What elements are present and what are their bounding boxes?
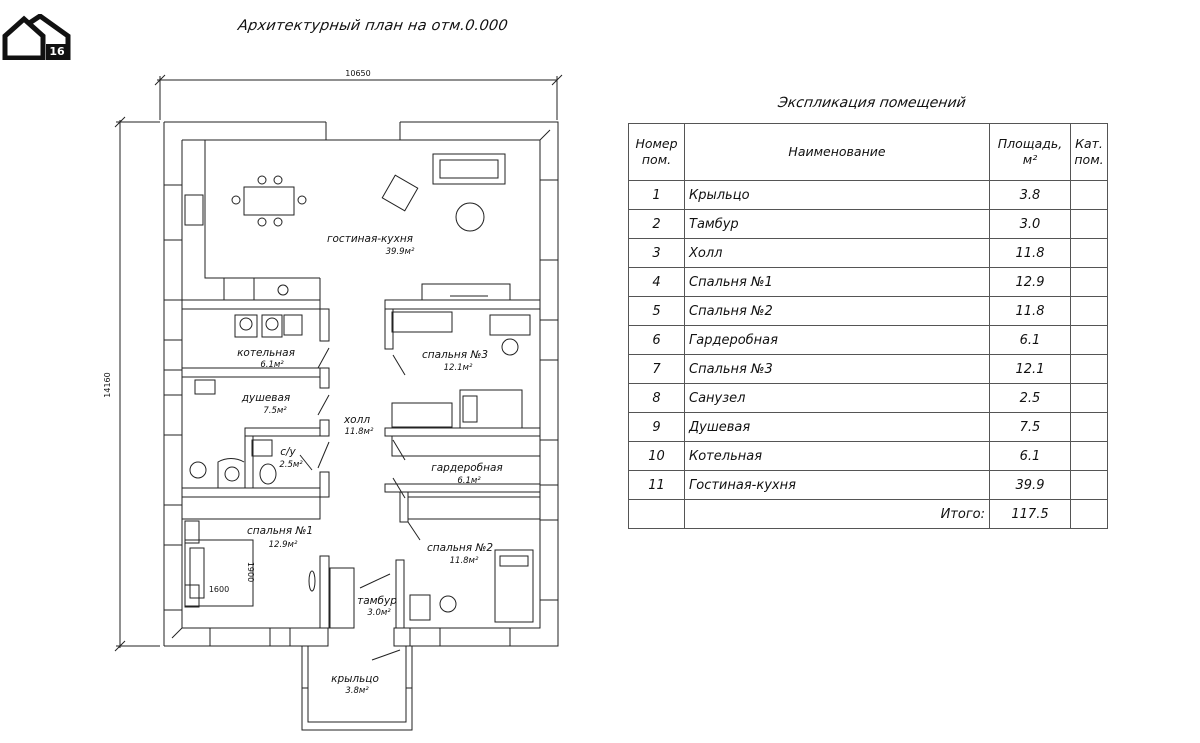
cell-area: 2.5: [989, 383, 1071, 413]
cell-name: Душевая: [684, 412, 990, 442]
cell-cat: [1070, 238, 1108, 268]
room-name-hall: холл: [343, 414, 370, 426]
cell-name: Гардеробная: [684, 325, 990, 355]
total-value: 117.5: [989, 499, 1071, 529]
cell-name: Санузел: [684, 383, 990, 413]
room-name-porch: крыльцо: [331, 673, 379, 685]
room-area-bed3: 12.1м²: [444, 363, 473, 373]
cell-empty: [628, 499, 685, 529]
cell-empty: [1070, 499, 1108, 529]
cell-area: 6.1: [989, 441, 1071, 471]
cell-num: 7: [628, 354, 685, 384]
room-area-wc: 2.5м²: [279, 460, 303, 470]
room-area-wardrobe: 6.1м²: [457, 476, 481, 486]
room-name-bed2: спальня №2: [427, 542, 493, 554]
room-area-porch: 3.8м²: [345, 686, 369, 696]
room-area-vest: 3.0м²: [367, 608, 391, 618]
cell-num: 6: [628, 325, 685, 355]
cell-num: 8: [628, 383, 685, 413]
dim-height: 14160: [103, 372, 112, 397]
room-name-vest: тамбур: [357, 595, 397, 607]
cell-name: Спальня №1: [684, 267, 990, 297]
cell-area: 3.0: [989, 209, 1071, 239]
cell-name: Гостиная-кухня: [684, 470, 990, 500]
header-cat: Кат.пом.: [1070, 123, 1108, 181]
room-name-wardrobe: гардеробная: [431, 462, 503, 474]
cell-cat: [1070, 325, 1108, 355]
cell-area: 12.9: [989, 267, 1071, 297]
room-area-living: 39.9м²: [386, 247, 415, 257]
house-logo-icon: 16: [2, 14, 71, 60]
cell-area: 7.5: [989, 412, 1071, 442]
cell-name: Крыльцо: [684, 180, 990, 210]
cell-cat: [1070, 180, 1108, 210]
room-area-bed1: 12.9м²: [269, 540, 298, 550]
bed-dim-w: 1600: [209, 585, 229, 594]
bed-dim-h: 1900: [246, 562, 255, 582]
cell-num: 11: [628, 470, 685, 500]
cell-num: 4: [628, 267, 685, 297]
dim-width: 10650: [345, 69, 370, 78]
floor-plan: 10650 14160 1600 1900 гостиная-кухня 39.…: [103, 69, 563, 731]
cell-name: Спальня №3: [684, 354, 990, 384]
cell-area: 6.1: [989, 325, 1071, 355]
cell-area: 11.8: [989, 238, 1071, 268]
room-area-shower: 7.5м²: [263, 406, 287, 416]
room-area-boiler: 6.1м²: [260, 360, 284, 370]
cell-cat: [1070, 209, 1108, 239]
cell-name: Котельная: [684, 441, 990, 471]
cell-cat: [1070, 383, 1108, 413]
room-name-bed1: спальня №1: [247, 525, 313, 537]
room-area-hall: 11.8м²: [345, 427, 374, 437]
cell-cat: [1070, 470, 1108, 500]
cell-name: Спальня №2: [684, 296, 990, 326]
cell-num: 3: [628, 238, 685, 268]
cell-num: 9: [628, 412, 685, 442]
cell-cat: [1070, 296, 1108, 326]
cell-cat: [1070, 412, 1108, 442]
cell-area: 3.8: [989, 180, 1071, 210]
room-name-living: гостиная-кухня: [327, 233, 413, 245]
explication-title: Экспликация помещений: [776, 95, 967, 111]
room-area-bed2: 11.8м²: [450, 556, 479, 566]
cell-cat: [1070, 354, 1108, 384]
cell-num: 10: [628, 441, 685, 471]
cell-num: 5: [628, 296, 685, 326]
cell-name: Тамбур: [684, 209, 990, 239]
cell-name: Холл: [684, 238, 990, 268]
header-area: Площадь,м²: [989, 123, 1071, 181]
cell-cat: [1070, 267, 1108, 297]
cell-area: 39.9: [989, 470, 1071, 500]
room-name-bed3: спальня №3: [422, 349, 488, 361]
logo-badge: 16: [49, 45, 65, 58]
cell-num: 1: [628, 180, 685, 210]
total-row: Итого:117.5: [628, 499, 1108, 529]
room-name-boiler: котельная: [237, 347, 295, 359]
room-name-shower: душевая: [241, 392, 290, 404]
cell-area: 12.1: [989, 354, 1071, 384]
room-name-wc: с/у: [280, 446, 296, 458]
cell-cat: [1070, 441, 1108, 471]
header-name: Наименование: [684, 123, 990, 181]
cell-num: 2: [628, 209, 685, 239]
cell-area: 11.8: [989, 296, 1071, 326]
total-label: Итого:: [684, 499, 990, 529]
